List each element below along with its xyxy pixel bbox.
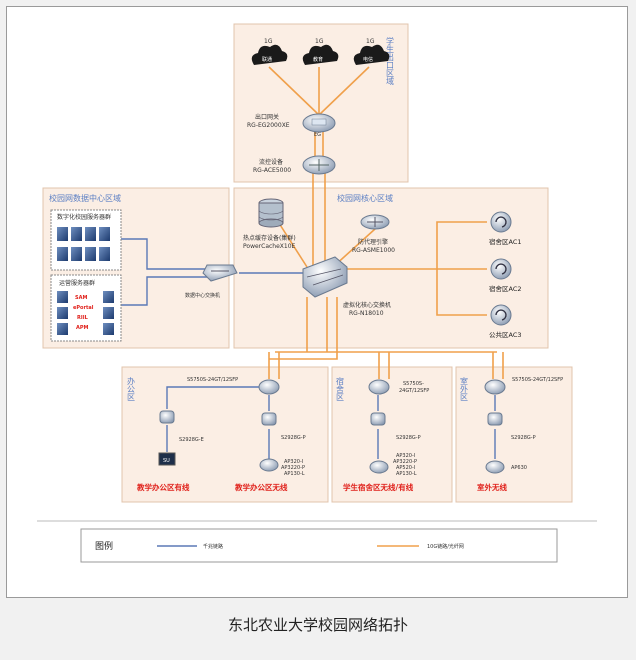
office-zone-title: 办公区: [127, 376, 136, 401]
dorm-agg-switch: [368, 379, 390, 395]
datacenter-switch-label: 数据中心交换机: [185, 292, 220, 299]
ac-controller-1: [490, 211, 512, 233]
office-ap-1: AP320-I: [284, 459, 303, 465]
dorm-agg-label-1: S5750S-: [403, 381, 424, 387]
legend-box: [80, 528, 558, 563]
isp-cloud-edu: 教育: [302, 44, 339, 65]
office-pc-label: SU: [163, 458, 170, 464]
outdoor-zone: [455, 366, 573, 503]
outdoor-agg-label: S5750S-24GT/12SFP: [512, 377, 563, 383]
gigabit-links: [113, 238, 496, 459]
ac2-label: 宿舍区AC2: [489, 284, 522, 293]
digital-campus-server-group-label: 数字化校园服务器群: [57, 213, 111, 221]
office-ap-2: AP3220-P: [281, 465, 305, 471]
office-ap: [259, 458, 279, 472]
dorm-ap-1: AP320-I: [396, 453, 415, 459]
anti-proxy-engine-device: [360, 214, 390, 230]
isp-cloud-unicom: 联通: [251, 44, 288, 65]
dorm-agg-label-2: 24GT/12SFP: [399, 388, 429, 394]
isp-telecom-bandwidth: 1G: [366, 38, 375, 45]
office-agg-switch: [258, 379, 280, 395]
office-left-access-switch: [159, 410, 175, 424]
office-zone: [121, 366, 329, 503]
dorm-zone-title: 宿舍区: [336, 376, 345, 401]
office-agg-label: S5750S-24GT/12SFP: [187, 377, 238, 383]
anti-proxy-label-2: RG-ASME1000: [352, 247, 395, 254]
legend-fiber-label: 10G链路/光纤网: [427, 543, 464, 550]
ac-controller-3: [490, 304, 512, 326]
office-pc: [158, 452, 176, 466]
cache-label-1: 热点缓存设备(集群): [243, 234, 296, 242]
digital-campus-servers: [57, 227, 110, 261]
outdoor-label: 室外无线: [477, 482, 507, 492]
legend-gigabit-label: 千兆链路: [203, 543, 223, 550]
dorm-ap-4: AP130-L: [396, 471, 417, 477]
outdoor-zone-title: 室外区: [460, 376, 469, 401]
figure-caption: 东北农业大学校园网络拓扑: [227, 616, 408, 634]
isp-cloud-telecom: 电信: [353, 44, 390, 65]
outdoor-agg-switch: [484, 379, 506, 395]
dorm-ap-2: AP3220-P: [393, 459, 417, 465]
ops-item-eportal: ePortal: [73, 305, 94, 311]
flow-control-label-2: RG-ACE5000: [253, 167, 291, 174]
office-left-access-label: S2928G-E: [179, 437, 204, 443]
egress-gateway-device: EG: [302, 113, 336, 138]
dorm-zone: [331, 366, 453, 503]
diagram-frame: 学生出口区域 校园网数据中心区域 校园网核心区域 办公区 宿舍区 室外区: [6, 6, 628, 598]
anti-proxy-label-1: 防代理引擎: [358, 238, 388, 246]
datacenter-zone-title: 校园网数据中心区域: [49, 193, 121, 203]
svg-text:EG: EG: [314, 132, 321, 138]
ops-item-apm: APM: [76, 325, 89, 331]
ac1-label: 宿舍区AC1: [489, 237, 522, 246]
office-wired-label: 教学办公区有线: [136, 482, 190, 492]
egress-zone-title: 学生出口区域: [386, 36, 395, 85]
outdoor-access-switch: [487, 412, 503, 426]
flow-control-label-1: 流控设备: [259, 158, 283, 166]
network-topology-diagram: 学生出口区域 校园网数据中心区域 校园网核心区域 办公区 宿舍区 室外区: [37, 23, 597, 563]
office-wireless-label: 教学办公区无线: [234, 482, 288, 492]
office-right-access-switch: [261, 412, 277, 426]
cache-label-2: PowerCacheX10E: [243, 243, 296, 250]
ops-item-sam: SAM: [75, 295, 87, 301]
dorm-access-switch: [370, 412, 386, 426]
operations-server-group-label: 运营服务器群: [59, 279, 95, 287]
datacenter-switch-device: [202, 264, 238, 282]
svg-text:教育: 教育: [313, 56, 323, 63]
core-switch-device: [302, 256, 348, 298]
cache-cluster-device: [258, 198, 284, 228]
office-ap-3: AP130-L: [284, 471, 305, 477]
core-switch-label-1: 虚拟化核心交换机: [343, 301, 391, 309]
core-zone-title: 校园网核心区域: [337, 193, 393, 203]
isp-unicom-bandwidth: 1G: [264, 38, 273, 45]
flow-control-device: [302, 155, 336, 175]
isp-edu-bandwidth: 1G: [315, 38, 324, 45]
operations-servers: [57, 291, 114, 335]
legend-title: 图例: [95, 540, 113, 552]
ac-controller-2: [490, 258, 512, 280]
office-right-access-label: S2928G-P: [281, 435, 306, 441]
dorm-access-label: S2928G-P: [396, 435, 421, 441]
ops-item-riil: RIIL: [77, 315, 89, 321]
svg-text:电信: 电信: [363, 56, 373, 63]
dorm-ap-3: AP520-I: [396, 465, 415, 471]
egress-gateway-label-1: 出口网关: [255, 113, 279, 121]
svg-text:联通: 联通: [262, 56, 272, 63]
outdoor-access-label: S2928G-P: [511, 435, 536, 441]
core-switch-label-2: RG-N18010: [349, 310, 384, 317]
fiber-links: [268, 66, 504, 379]
dorm-ap: [369, 460, 389, 474]
dorm-label: 学生宿舍区无线/有线: [343, 482, 414, 492]
outdoor-ap-label: AP630: [511, 465, 527, 471]
ac3-label: 公共区AC3: [489, 330, 522, 339]
outdoor-ap: [485, 460, 505, 474]
egress-gateway-label-2: RG-EG2000XE: [247, 122, 290, 129]
